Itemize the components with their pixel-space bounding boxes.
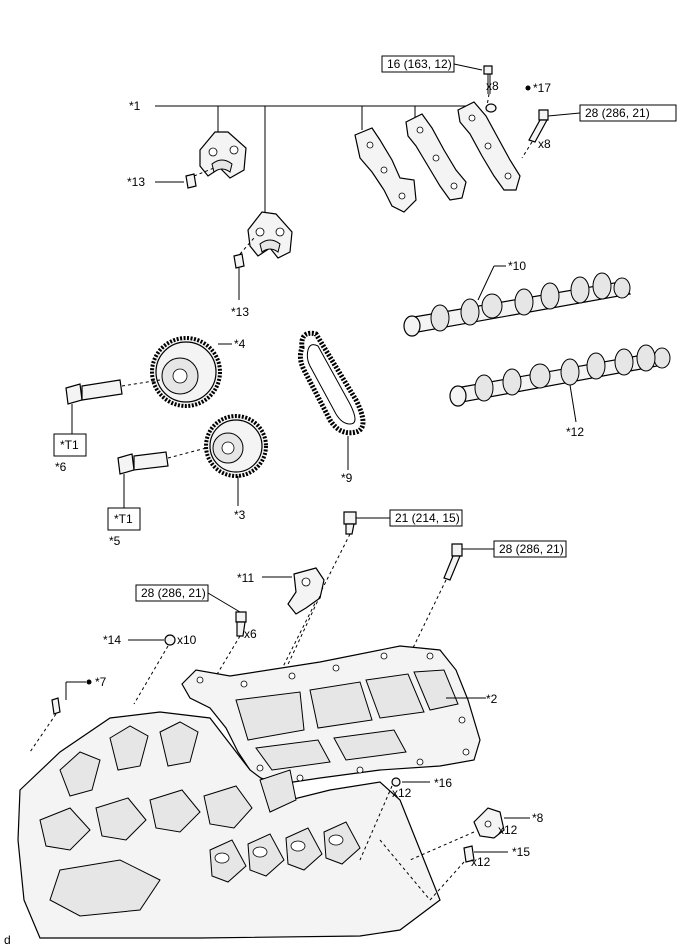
- label-15: *15: [512, 845, 530, 859]
- label-3: *3: [234, 508, 246, 522]
- bolt-13-lower: [233, 237, 255, 300]
- tool-label-5: *T1: [114, 512, 133, 526]
- tool-label-6: *T1: [60, 438, 79, 452]
- corner-mark: d: [4, 933, 11, 947]
- torque-label-right-top: 28 (286, 21): [585, 106, 650, 120]
- qty-top-bolt: x8: [486, 79, 499, 93]
- torque-label-mid: 21 (214, 15): [395, 511, 460, 525]
- label-1: *1: [129, 99, 141, 113]
- label-6: *6: [55, 460, 67, 474]
- qty-14: x10: [177, 633, 197, 647]
- label-12: *12: [566, 425, 584, 439]
- bolt-6: [53, 379, 161, 457]
- bolt-5: [107, 447, 207, 531]
- qty-16: x12: [392, 786, 412, 800]
- cam-timing-gear-4: [150, 336, 232, 408]
- label-7: *7: [95, 675, 107, 689]
- bolt-16-163-12: [381, 55, 493, 113]
- washer-17: [485, 85, 531, 113]
- label-2: *2: [486, 692, 498, 706]
- stud-7: [29, 679, 92, 753]
- camshaft-12: [449, 344, 671, 423]
- label-9: *9: [341, 471, 353, 485]
- qty-15: x12: [471, 855, 491, 869]
- seal-16: [359, 777, 430, 861]
- bearing-cap-2: [247, 211, 293, 259]
- bolt-13-upper: [155, 167, 215, 189]
- lifter-8: [409, 807, 530, 861]
- torque-label-right-mid: 28 (286, 21): [499, 542, 564, 556]
- label-16: *16: [434, 776, 452, 790]
- cylinder-head: [17, 711, 441, 939]
- pin-14: [128, 634, 176, 705]
- camshaft-10: [403, 265, 632, 337]
- label-14: *14: [103, 633, 121, 647]
- cam-timing-gear-3: [204, 414, 268, 506]
- label-10: *10: [508, 259, 526, 273]
- camshaft-housing-2: [405, 113, 467, 201]
- bolt-28-286-21-mid: [411, 540, 567, 651]
- label-13-lower: *13: [231, 305, 249, 319]
- cylinder-head-sub-assembly-2: [181, 645, 486, 785]
- bearing-cap-1: [199, 131, 247, 179]
- bolt-28-286-21-top: [521, 104, 677, 159]
- torque-label-left: 28 (286, 21): [141, 586, 206, 600]
- label-4: *4: [234, 337, 246, 351]
- label-8: *8: [532, 811, 544, 825]
- label-13-upper: *13: [127, 175, 145, 189]
- qty-left-bolt: x6: [244, 627, 257, 641]
- bolt-28-286-21-left: [135, 584, 247, 677]
- camshaft-housing-3: [457, 101, 521, 191]
- qty-8: x12: [498, 823, 518, 837]
- camshaft-housing-1: [354, 127, 417, 213]
- torque-label-top: 16 (163, 12): [387, 57, 452, 71]
- label-5: *5: [109, 534, 121, 548]
- timing-chain-9: [297, 330, 366, 470]
- plug-15: [379, 839, 508, 901]
- qty-right-bolt: x8: [538, 137, 551, 151]
- label-17: *17: [533, 81, 551, 95]
- label-11: *11: [237, 571, 254, 585]
